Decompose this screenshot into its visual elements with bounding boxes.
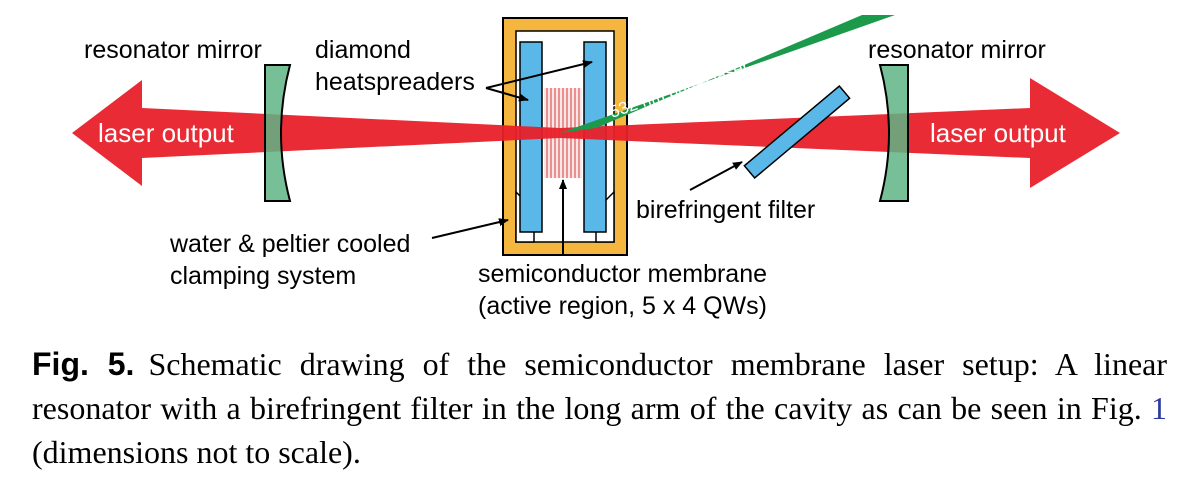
laser-beam bbox=[72, 78, 1120, 188]
label-diamond: diamond bbox=[315, 36, 411, 64]
label-heatspreaders: heatspreaders bbox=[315, 68, 475, 96]
label-clamping-line2: clamping system bbox=[170, 262, 356, 290]
label-pump-laser: 532 nm pump laser bbox=[607, 56, 751, 121]
label-laser-output-left: laser output bbox=[98, 118, 235, 148]
label-clamping-line1: water & peltier cooled bbox=[169, 230, 410, 258]
label-resonator-mirror-right: resonator mirror bbox=[868, 36, 1046, 64]
figure-reference-link[interactable]: 1 bbox=[1151, 390, 1167, 426]
pump-laser-beam bbox=[560, 15, 895, 133]
label-laser-output-right: laser output bbox=[930, 118, 1067, 148]
resonator-mirror-right bbox=[878, 64, 909, 202]
resonator-mirror-left bbox=[264, 64, 292, 202]
label-birefringent-filter: birefringent filter bbox=[636, 196, 815, 224]
caption-text-end: (dimensions not to scale). bbox=[32, 434, 361, 470]
label-membrane-line2: (active region, 5 x 4 QWs) bbox=[478, 292, 767, 320]
arrow-clamping bbox=[431, 218, 509, 239]
laser-setup-diagram: resonator mirror resonator mirror diamon… bbox=[72, 15, 1120, 320]
figure-caption: Fig. 5.Schematic drawing of the semicond… bbox=[32, 342, 1167, 474]
label-resonator-mirror-left: resonator mirror bbox=[84, 36, 262, 64]
caption-text: Schematic drawing of the semiconductor m… bbox=[32, 346, 1168, 426]
figure-number: Fig. 5. bbox=[32, 346, 135, 382]
label-membrane-line1: semiconductor membrane bbox=[478, 260, 767, 288]
birefringent-filter bbox=[743, 84, 851, 180]
arrow-diamond-right bbox=[485, 60, 593, 89]
arrow-diamond-left bbox=[485, 87, 529, 102]
arrow-filter bbox=[689, 161, 743, 191]
